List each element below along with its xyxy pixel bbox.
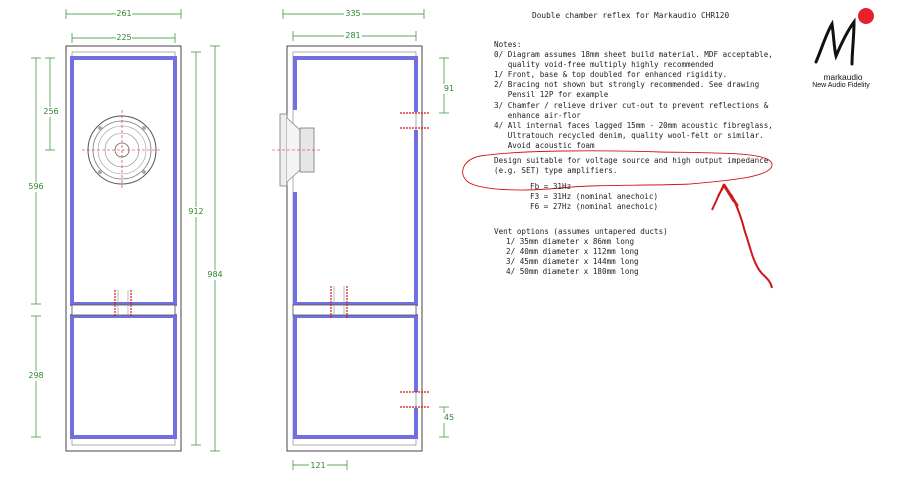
dim-port-bottom-offset: 45 xyxy=(444,413,454,422)
f6-value: F6 = 27Hz (nominal anechoic) xyxy=(530,202,659,212)
design-note-line1: Design suitable for voltage source and h… xyxy=(494,156,769,166)
side-upper-lining xyxy=(293,56,418,306)
dim-side-inner-width: 281 xyxy=(345,31,360,40)
design-note-circle xyxy=(462,150,773,191)
note-line: 1/ Front, base & top doubled for enhance… xyxy=(494,70,728,80)
notes-panel: Notes:0/ Diagram assumes 18mm sheet buil… xyxy=(494,40,794,277)
front-lower-lining xyxy=(70,314,177,439)
note-line: 4/ All internal faces lagged 15mm - 20mm… xyxy=(494,120,773,130)
design-note-line2: (e.g. SET) type amplifiers. xyxy=(494,166,618,176)
vent-option: 1/ 35mm diameter x 86mm long xyxy=(506,236,635,246)
note-line: quality void-free multiply highly recomm… xyxy=(494,60,714,70)
side-dimensions xyxy=(282,9,449,470)
dim-front-outer-width: 261 xyxy=(116,9,131,18)
vent-option: 3/ 45mm diameter x 144mm long xyxy=(506,256,639,266)
note-line: Pensil 12P for example xyxy=(494,90,609,100)
vent-heading: Vent options (assumes untapered ducts) xyxy=(494,226,668,236)
note-line: 0/ Diagram assumes 18mm sheet build mate… xyxy=(494,50,773,60)
dim-inner-height: 912 xyxy=(188,207,203,216)
logo-name: markaudio xyxy=(823,72,863,82)
logo-tagline: New Audio Fidelity xyxy=(812,82,870,89)
note-line: enhance air-flor xyxy=(494,110,581,120)
note-line: 2/ Bracing not shown but strongly recomm… xyxy=(494,80,760,90)
front-internal-port xyxy=(114,290,132,316)
dim-front-inner-width: 225 xyxy=(116,33,131,42)
dim-driver-center-height: 256 xyxy=(43,107,58,116)
side-lower-port xyxy=(400,391,430,408)
annotation-arrow xyxy=(711,183,773,289)
dim-upper-chamber-height: 596 xyxy=(28,182,43,191)
side-internal-port xyxy=(330,286,348,318)
vent-option: 2/ 40mm diameter x 112mm long xyxy=(506,246,639,256)
vent-option: 4/ 50mm diameter x 180mm long xyxy=(506,266,639,276)
dim-lower-chamber-height: 298 xyxy=(28,371,43,380)
side-view xyxy=(272,45,430,452)
front-view xyxy=(65,45,182,452)
front-divider xyxy=(71,304,176,316)
logo-mark-icon xyxy=(814,17,856,66)
note-line: Avoid acoustic foam xyxy=(494,140,595,150)
f3-value: F3 = 31Hz (nominal anechoic) xyxy=(530,192,659,202)
note-line: Ultratouch recycled denim, quality wool-… xyxy=(494,130,764,140)
dim-bottom-vent-width: 121 xyxy=(310,461,325,470)
notes-heading: Notes: xyxy=(494,40,522,49)
logo-red-dot xyxy=(858,8,874,24)
drawing-title: Double chamber reflex for Markaudio CHR1… xyxy=(532,11,730,20)
dim-port-top-offset: 91 xyxy=(444,84,454,93)
dim-side-outer-width: 335 xyxy=(345,9,360,18)
side-driver xyxy=(272,113,320,187)
fb-value: Fb = 31Hz xyxy=(530,182,572,192)
side-cabinet-outline xyxy=(286,45,423,452)
side-divider xyxy=(292,304,417,316)
side-upper-port xyxy=(400,112,430,129)
side-lower-lining xyxy=(293,314,418,439)
markaudio-logo xyxy=(814,8,874,66)
note-line: 3/ Chamfer / relieve driver cut-out to p… xyxy=(494,100,769,110)
dim-outer-height: 984 xyxy=(207,270,222,279)
front-dimensions xyxy=(31,9,220,452)
front-cabinet-outline xyxy=(65,45,182,452)
front-driver xyxy=(82,110,162,190)
front-upper-lining xyxy=(70,56,177,306)
